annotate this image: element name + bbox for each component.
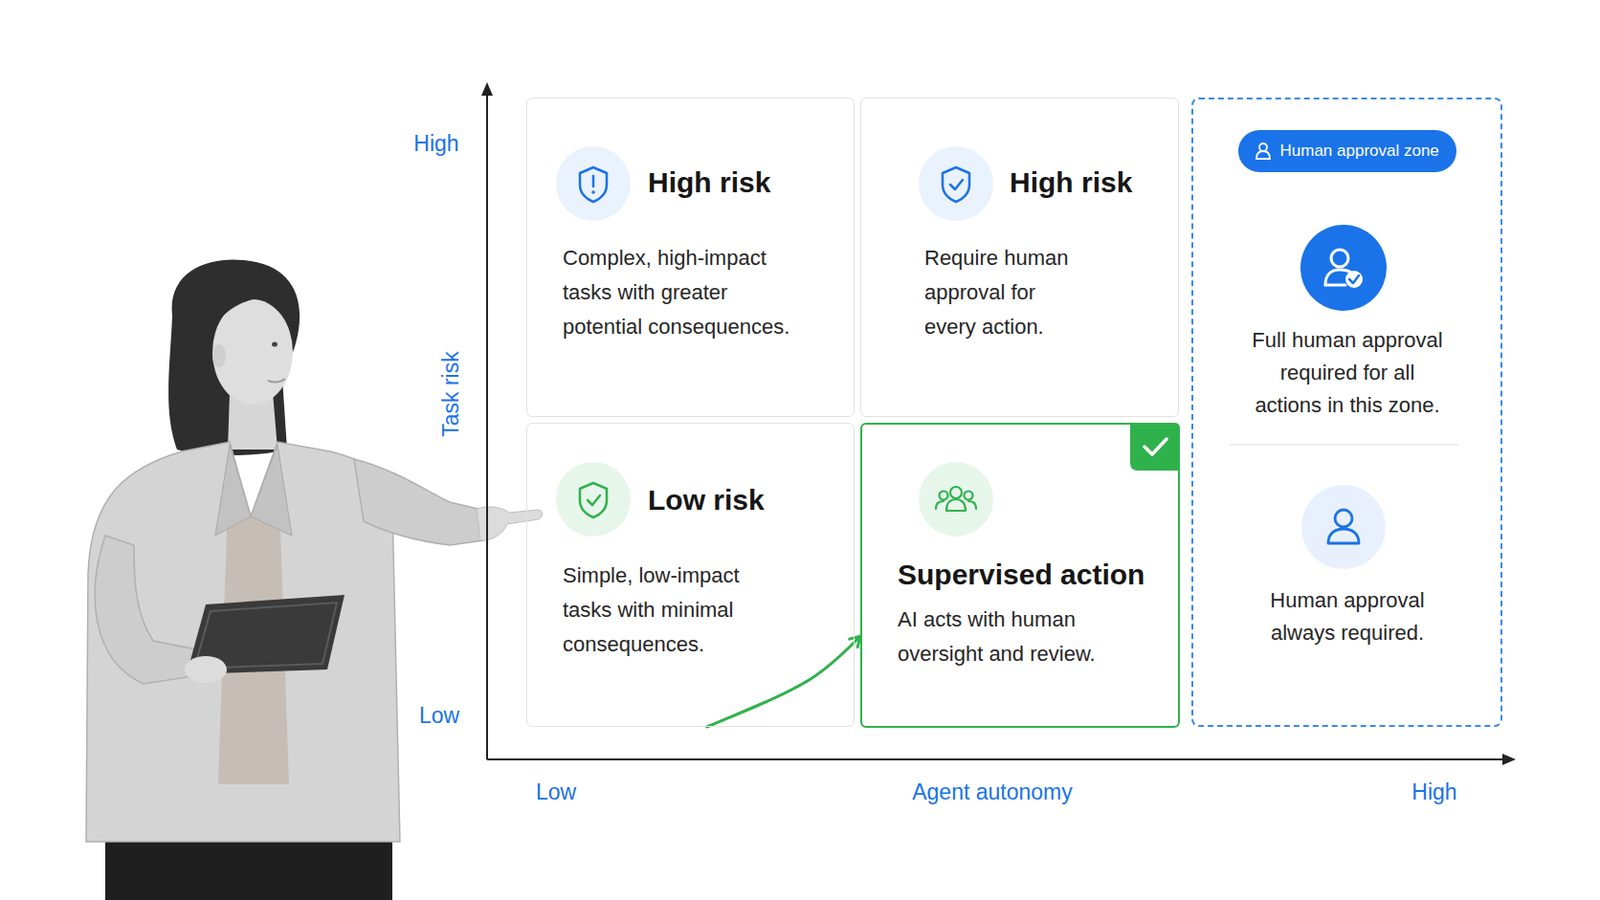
person-body [935,501,944,510]
quadrant-description: AI acts with human oversight and review. [897,602,1118,672]
risk-quadrant: High riskComplex, high-impact tasks with… [526,97,855,418]
axes [481,82,1516,766]
risk-quadrant: Low riskSimple, low-impact tasks with mi… [526,422,855,728]
zone-note: Human approval always required. [1246,584,1448,650]
eye [271,342,278,348]
check-disc [1345,270,1363,289]
icon-disc [555,462,631,537]
tab-check [1144,439,1167,455]
check [1349,275,1359,284]
shield-check-icon [555,462,631,537]
person-head [964,491,974,501]
icon-disc [1301,485,1386,570]
supervised-quadrant: Supervised action AI acts with human over… [860,422,1180,729]
hair [168,259,300,456]
quadrant-description: Require human approval for every action. [924,241,1083,345]
person-body [968,501,977,510]
quadrant-heading: Supervised action [897,557,1145,593]
axis-title: Task risk [437,351,465,437]
person-head [939,491,949,501]
quadrant-description: Complex, high-impact tasks with greater … [562,241,802,345]
icon-disc [555,146,631,222]
person-head [1334,510,1353,528]
zone-badge: Human approval zone [1238,130,1457,173]
presenter-figure [86,259,543,900]
axis-tick-label: Low [535,778,577,806]
blazer [86,442,400,843]
shield-check-icon [918,146,994,222]
exclamation [592,176,596,187]
shield [579,483,607,518]
tab [1130,422,1180,471]
person-base [1325,284,1346,288]
y-axis [486,93,489,760]
axis-tick-label: High [413,130,459,157]
axis-tick-label: Low [419,702,460,730]
person-head [950,487,962,499]
exclamation-dot [591,190,596,195]
icon-disc [918,462,994,537]
quadrant-heading: High risk [647,165,771,200]
people-icon [918,462,994,537]
mouth [267,378,286,383]
person-icon [1301,485,1386,570]
shield [942,167,970,202]
badge-person-head [1259,143,1267,152]
check [587,495,600,506]
person-head [1331,249,1349,267]
axis-title: Agent autonomy [911,778,1073,806]
divider [1229,444,1459,446]
selected-tab [1130,422,1180,471]
ear [212,344,226,368]
person-body [1328,529,1359,544]
person-check-icon [1300,224,1387,312]
quadrant-description: Simple, low-impact tasks with minimal co… [562,558,769,663]
axis-tick-label: High [1411,778,1457,806]
person-body [946,499,966,512]
shield [579,167,607,202]
risk-quadrant: High riskRequire human approval for ever… [860,97,1179,418]
shield-alert-icon [555,146,631,222]
x-axis-head [1502,754,1516,766]
pointing-sleeve [354,459,484,546]
y-axis-head [481,82,493,96]
badge-label: Human approval zone [1280,130,1440,173]
quadrant-heading: High risk [1009,165,1133,200]
quadrant-heading: Low risk [647,483,765,518]
flow-arrow [707,636,861,728]
zone-note: Full human approval required for all act… [1246,324,1448,423]
left-hand [184,656,227,684]
check [950,179,963,190]
face [212,299,293,405]
fringe [205,283,293,324]
approval-zone: Human approval zoneFull human approval r… [1191,97,1503,728]
badge-person-icon [1253,141,1273,161]
icon-disc [918,146,994,222]
icon-disc [1300,224,1387,312]
x-axis [487,758,1505,761]
lapels [215,444,292,536]
badge-person-body [1256,151,1270,159]
